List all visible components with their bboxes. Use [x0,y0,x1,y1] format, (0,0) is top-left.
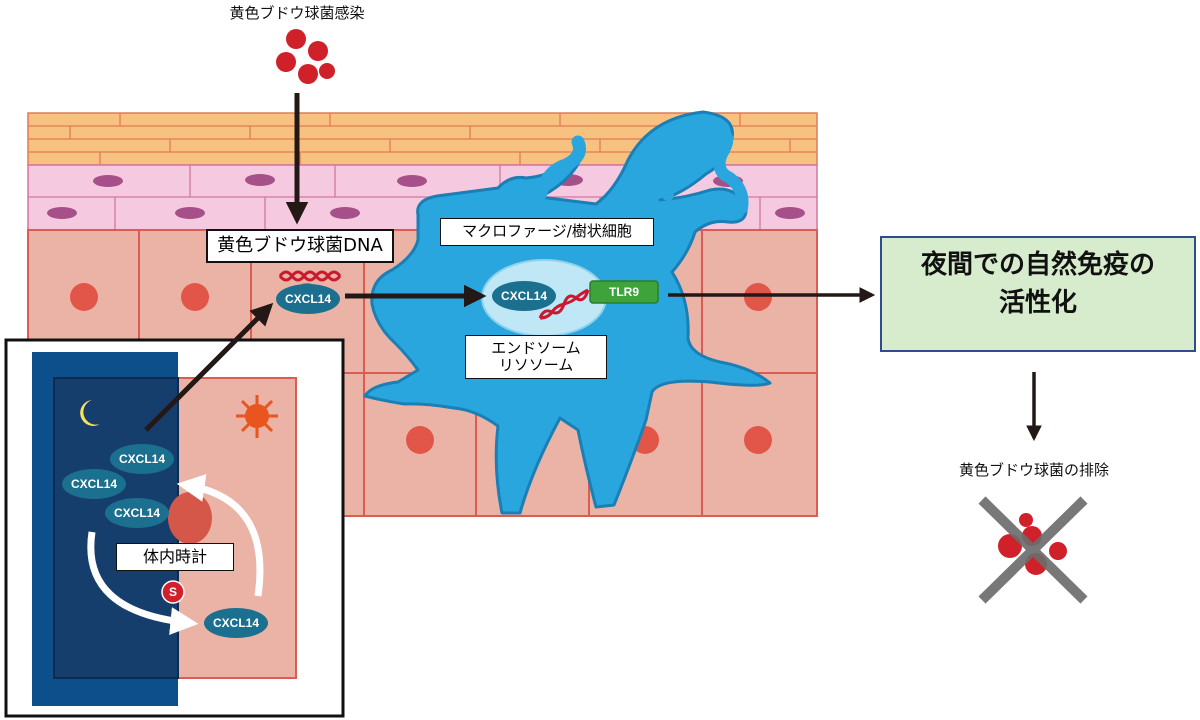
activation-line-2: 活性化 [998,287,1077,318]
cxcl14-night-2 [62,469,126,499]
dna-macrophage [538,288,590,320]
tlr9-label: TLR9 [609,285,639,299]
cxcl14-label-day: CXCL14 [212,616,259,630]
clock-label: 体内時計 [116,543,234,571]
arrow-night-to-keratinocyte [144,302,274,432]
cycle-arrow-up [176,474,264,597]
cxcl14-label-night-2: CXCL14 [70,477,117,491]
dendrite-left [533,135,586,202]
infection-label: 黄色ブドウ球菌感染 [229,4,365,22]
cxcl14-night-3 [105,498,169,528]
clock-inhibit-symbol: S [168,585,177,599]
activation-box [880,236,1196,352]
moon-icon [80,400,100,426]
dna-keratinocyte [278,270,342,282]
endosome-text: エンドソーム [491,338,581,357]
endosome-lysosome-label: エンドソーム リソソーム [465,335,607,379]
bacterial-dna-label: 黄色ブドウ球菌DNA [206,229,394,263]
cxcl14-macrophage [492,281,556,311]
cxcl14-day [204,608,268,638]
clock-inset [4,302,345,718]
activation-text: 夜間での自然免疫の 活性化 [881,247,1195,322]
lysosome-text: リソソーム [498,356,574,374]
cross-mark [978,496,1088,604]
elimination-label: 黄色ブドウ球菌の排除 [958,461,1109,479]
dendrite-right [649,123,749,214]
cxcl14-label-macrophage: CXCL14 [500,289,547,303]
cxcl14-label-night-1: CXCL14 [118,452,165,466]
cxcl14-keratinocyte [276,284,340,314]
cxcl14-night-1 [110,444,174,474]
inset-nucleus [168,492,212,544]
bacteria-cluster [276,29,335,84]
tlr9-receptor [589,280,659,304]
activation-line-1: 夜間での自然免疫の [920,250,1155,280]
night-cell [53,377,179,679]
cxcl14-label-keratinocyte: CXCL14 [284,292,331,306]
sun-icon [236,395,278,438]
cxcl14-label-night-3: CXCL14 [113,506,160,520]
cycle-arrow-down [87,531,199,635]
clock-inhibit-icon [161,580,185,604]
macrophage-label: マクロファージ/樹状細胞 [440,218,654,246]
